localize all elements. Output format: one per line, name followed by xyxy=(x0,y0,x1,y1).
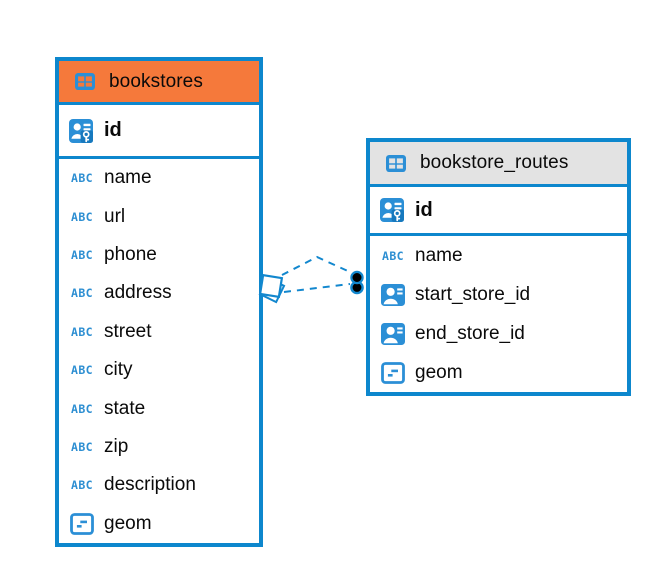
text-type-icon: ABC xyxy=(71,401,93,416)
column-name: zip xyxy=(104,435,129,457)
table-bookstore-routes[interactable]: bookstore_routes id ABC name start_store… xyxy=(366,138,631,396)
edge-dot-marker-back xyxy=(350,280,364,295)
table-header[interactable]: bookstore_routes xyxy=(370,142,627,187)
column-name: state xyxy=(104,397,146,419)
column-name: id xyxy=(104,119,122,141)
text-type-icon: ABC xyxy=(71,439,93,454)
table-header[interactable]: bookstores xyxy=(59,61,259,105)
geometry-type-icon xyxy=(67,512,97,535)
text-type-icon: ABC xyxy=(71,478,93,493)
column-name: id xyxy=(415,198,433,221)
column-row[interactable]: ABC street xyxy=(59,313,259,351)
column-name: street xyxy=(104,320,152,342)
table-name: bookstores xyxy=(109,70,203,92)
column-row[interactable]: ABC state xyxy=(59,389,259,427)
table-name: bookstore_routes xyxy=(420,152,569,173)
column-name: name xyxy=(415,244,463,266)
column-name: description xyxy=(104,474,196,496)
text-type-icon: ABC xyxy=(71,247,93,262)
edge-diamond-marker-front xyxy=(258,273,284,299)
column-name: phone xyxy=(104,243,157,265)
primary-key-icon xyxy=(377,198,407,222)
column-row[interactable]: ABC phone xyxy=(59,236,259,274)
column-name: end_store_id xyxy=(415,322,525,344)
edge-dot-marker-front xyxy=(350,270,364,285)
relationship-edge[interactable] xyxy=(258,255,364,304)
table-icon xyxy=(70,73,100,90)
column-name: geom xyxy=(415,361,463,383)
column-row[interactable]: ABC city xyxy=(59,351,259,389)
column-row[interactable]: end_store_id xyxy=(370,314,627,353)
column-name: url xyxy=(104,205,126,227)
text-type-icon: ABC xyxy=(71,363,93,378)
column-name: geom xyxy=(104,512,152,534)
column-row[interactable]: ABC name xyxy=(370,236,627,275)
text-type-icon: ABC xyxy=(71,286,93,301)
reference-type-icon xyxy=(378,322,408,345)
column-name: city xyxy=(104,359,133,381)
table-icon xyxy=(381,154,411,172)
edge-line-lower[interactable] xyxy=(283,283,351,293)
column-row[interactable]: ABC name xyxy=(59,159,259,197)
text-type-icon: ABC xyxy=(71,324,93,339)
column-row[interactable]: ABC address xyxy=(59,274,259,312)
edge-diamond-marker-back xyxy=(258,276,286,304)
column-name: name xyxy=(104,167,152,189)
table-bookstores[interactable]: bookstores id ABC name ABC url ABC phone… xyxy=(55,57,263,547)
column-row-primary-key[interactable]: id xyxy=(370,187,627,236)
column-list: ABC name start_store_id end_store_id ge xyxy=(370,236,627,392)
text-type-icon: ABC xyxy=(382,248,404,263)
column-list: ABC name ABC url ABC phone ABC address A… xyxy=(59,159,259,543)
column-row-primary-key[interactable]: id xyxy=(59,105,259,159)
edge-line-upper[interactable] xyxy=(281,255,351,276)
column-row[interactable]: ABC description xyxy=(59,466,259,504)
text-type-icon: ABC xyxy=(71,209,93,224)
column-row[interactable]: geom xyxy=(59,505,259,543)
column-row[interactable]: geom xyxy=(370,353,627,392)
primary-key-icon xyxy=(66,118,96,143)
column-name: address xyxy=(104,282,172,304)
geometry-type-icon xyxy=(378,361,408,384)
column-row[interactable]: start_store_id xyxy=(370,275,627,314)
column-name: start_store_id xyxy=(415,283,531,305)
column-row[interactable]: ABC url xyxy=(59,197,259,235)
reference-type-icon xyxy=(378,283,408,306)
text-type-icon: ABC xyxy=(71,171,93,186)
column-row[interactable]: ABC zip xyxy=(59,428,259,466)
